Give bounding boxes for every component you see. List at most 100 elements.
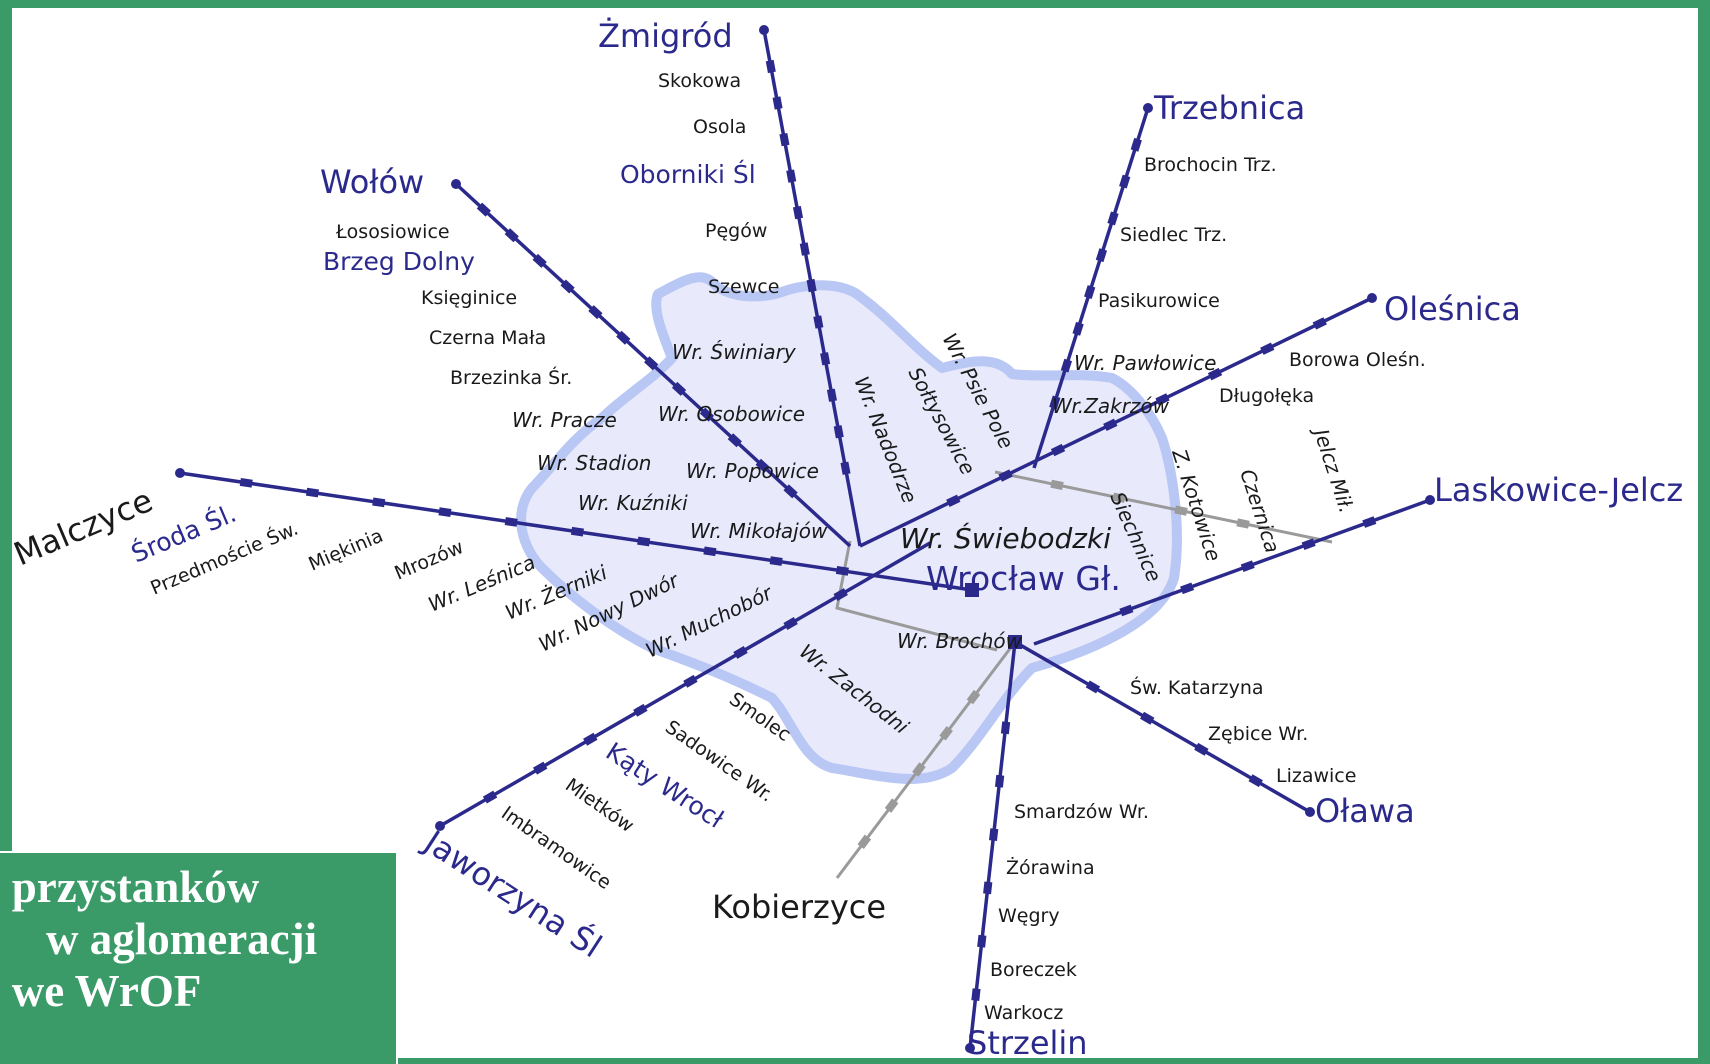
terminus-marker (435, 821, 445, 831)
station-marker (1140, 711, 1155, 725)
station-marker (733, 645, 748, 659)
label-terminus-jaworzyna: Jaworzyna Śl (416, 821, 609, 965)
label-station: Skokowa (658, 70, 741, 92)
info-line-1: 8 przystanków (0, 862, 260, 912)
station-marker (835, 566, 849, 576)
station-marker (1000, 721, 1011, 735)
station-marker (833, 425, 844, 439)
info-line-3: 3 we WrOF (0, 966, 202, 1016)
station-marker (482, 790, 498, 804)
label-terminus-strzelin: Strzelin (967, 1024, 1088, 1058)
label-station: Brzezinka Śr. (450, 365, 572, 389)
station-marker (1155, 393, 1170, 406)
label-terminus-wolow: Wołów (320, 163, 424, 201)
label-station: Czerna Mała (429, 327, 546, 349)
station-marker (783, 617, 798, 630)
station-marker (1194, 742, 1209, 756)
info-line-2: w aglomeracji (46, 914, 318, 964)
label-station: Wr. Stadion (537, 451, 651, 475)
station-marker (1236, 518, 1250, 529)
terminus-marker (175, 468, 185, 478)
terminus-marker (451, 179, 461, 189)
station-marker (769, 556, 783, 566)
station-marker (570, 526, 584, 537)
station-marker (1130, 137, 1142, 152)
label-station: Wr. Pawłowice (1074, 351, 1216, 375)
station-marker (533, 761, 548, 775)
terminus-marker (1305, 807, 1315, 817)
station-marker (799, 242, 810, 256)
station-marker (826, 388, 837, 402)
label-station: Szewce (708, 276, 779, 298)
station-marker (703, 546, 717, 557)
station-marker (772, 96, 783, 110)
label-station: Długołęka (1219, 385, 1314, 407)
station-marker (977, 934, 987, 948)
label-station: Boreczek (990, 959, 1077, 981)
hub-marker (1008, 635, 1022, 649)
station-marker (840, 461, 851, 475)
station-marker (1072, 321, 1084, 336)
label-station: Wr. Świniary (672, 340, 797, 364)
station-marker (588, 305, 603, 320)
label-station: Wr. Mikołajów (690, 519, 828, 543)
label-station: Mrozów (391, 536, 466, 585)
station-marker (560, 279, 575, 294)
station-marker (637, 536, 651, 547)
label-station: Pasikurowice (1098, 290, 1220, 312)
station-marker (998, 469, 1013, 482)
station-marker (1180, 582, 1195, 595)
label-brzeg-dolny: Brzeg Dolny (323, 247, 475, 276)
station-marker (912, 762, 926, 777)
station-marker (806, 278, 817, 293)
label-wr-swiebodzki: Wr. Świebodzki (900, 521, 1111, 555)
station-marker (1260, 342, 1275, 355)
station-marker (633, 703, 648, 717)
label-station: Wr. Osobowice (658, 402, 805, 426)
station-marker (239, 477, 253, 488)
station-marker (1362, 516, 1377, 528)
station-marker (884, 798, 899, 813)
label-terminus-olawa: Oława (1315, 792, 1415, 830)
station-marker (438, 507, 452, 517)
label-station: Wr. Pracze (512, 408, 617, 432)
terminus-marker (965, 1043, 975, 1053)
station-marker (372, 497, 386, 508)
terminus-marker (759, 25, 769, 35)
label-station: Lizawice (1276, 765, 1356, 787)
station-marker (1050, 443, 1066, 457)
station-marker (683, 674, 698, 688)
rail-map: Żmigród Trzebnica Wołów Oleśnica Laskowi… (12, 17, 1683, 1058)
station-marker (504, 517, 518, 527)
label-station: Miękinia (305, 525, 386, 576)
station-marker (1103, 418, 1118, 432)
station-marker (1174, 505, 1188, 516)
station-marker (616, 330, 631, 345)
label-terminus-kobierzyce: Kobierzyce (712, 888, 886, 926)
station-marker (765, 59, 776, 74)
station-marker (1060, 358, 1073, 373)
label-station: Jelcz Mił. (1308, 422, 1359, 516)
station-marker (966, 689, 981, 705)
station-marker (504, 228, 519, 243)
station-marker (983, 881, 993, 895)
label-station: Wr. Brochów (897, 629, 1023, 653)
hub-marker (965, 583, 979, 597)
station-marker (1049, 395, 1061, 410)
station-marker (994, 774, 1005, 788)
label-station: Mietków (561, 774, 638, 837)
station-marker (1207, 367, 1223, 381)
station-marker (813, 315, 824, 329)
station-marker (1119, 174, 1131, 189)
secondary-line-zachodni (835, 540, 998, 652)
station-marker (857, 834, 872, 850)
station-marker (1119, 604, 1134, 617)
station-marker (989, 828, 999, 842)
station-marker (1312, 317, 1327, 330)
station-marker (699, 407, 715, 422)
station-marker (783, 484, 798, 499)
rail-line-olesnica (859, 296, 1373, 548)
station-marker (1248, 774, 1263, 788)
station-marker (820, 352, 831, 366)
